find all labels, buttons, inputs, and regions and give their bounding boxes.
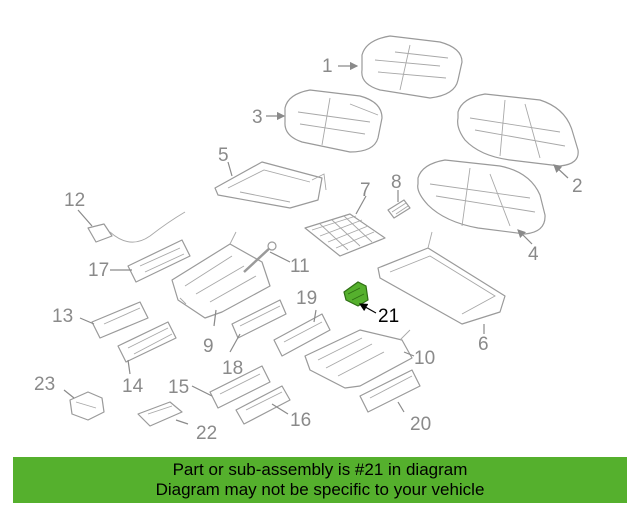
callout-17: 17: [88, 260, 109, 281]
part-1-seat-cushion[interactable]: [361, 35, 463, 99]
callout-23: 23: [34, 374, 55, 395]
callout-22: 22: [196, 423, 217, 444]
banner-line-1: Part or sub-assembly is #21 in diagram: [172, 460, 468, 479]
part-5-seat-frame[interactable]: [214, 161, 327, 209]
callout-19: 19: [296, 288, 317, 309]
part-15-bracket[interactable]: [209, 365, 271, 409]
banner-line-2: Diagram may not be specific to your vehi…: [155, 480, 485, 499]
part-10-seat-track[interactable]: [304, 329, 413, 389]
part-12-cable[interactable]: [87, 211, 186, 243]
callout-18: 18: [222, 358, 243, 379]
info-banner: Part or sub-assembly is #21 in diagram D…: [13, 457, 627, 503]
callout-13: 13: [52, 306, 73, 327]
part-21-bracket-highlighted[interactable]: [343, 281, 369, 307]
callout-12: 12: [64, 190, 85, 211]
callout-11: 11: [290, 256, 310, 277]
part-19-rail[interactable]: [273, 313, 331, 357]
callout-4: 4: [528, 244, 539, 265]
part-3-seat-cushion[interactable]: [284, 89, 383, 153]
callouts: 1 2 3 4 5 6 7 8 9 10 11 12 13 14 15 16 1…: [34, 56, 583, 444]
part-9-seat-track[interactable]: [171, 231, 271, 319]
callout-5: 5: [218, 145, 229, 166]
part-16-bracket[interactable]: [235, 385, 291, 425]
callout-10: 10: [414, 348, 435, 369]
callout-2: 2: [572, 176, 583, 197]
callout-14: 14: [122, 376, 144, 397]
callout-7: 7: [360, 180, 371, 201]
part-23-motor[interactable]: [69, 391, 105, 421]
part-17-bracket[interactable]: [127, 239, 191, 283]
leader-lines: [63, 61, 569, 425]
part-13-bracket[interactable]: [91, 301, 149, 339]
part-18-rail[interactable]: [231, 299, 287, 339]
part-7-spring-panel[interactable]: [304, 213, 386, 257]
part-6-seat-base[interactable]: [377, 231, 506, 325]
part-22-control-module[interactable]: [137, 401, 183, 427]
callout-16: 16: [290, 410, 311, 431]
callout-20: 20: [410, 414, 431, 435]
callout-9: 9: [203, 336, 214, 357]
part-4-seat-back[interactable]: [417, 159, 546, 235]
callout-21: 21: [378, 306, 399, 327]
callout-1: 1: [322, 56, 333, 77]
part-8-spring[interactable]: [387, 199, 411, 219]
callout-6: 6: [478, 334, 489, 355]
part-20-rail[interactable]: [359, 369, 421, 413]
part-14-bracket[interactable]: [117, 321, 177, 363]
part-2-seat-back[interactable]: [457, 93, 579, 167]
exploded-seat-diagram: 1 2 3 4 5 6 7 8 9 10 11 12 13 14 15 16 1…: [34, 35, 583, 444]
part-11-rod[interactable]: [243, 241, 277, 273]
callout-8: 8: [391, 172, 402, 193]
callout-3: 3: [252, 107, 263, 128]
callout-15: 15: [168, 377, 189, 398]
